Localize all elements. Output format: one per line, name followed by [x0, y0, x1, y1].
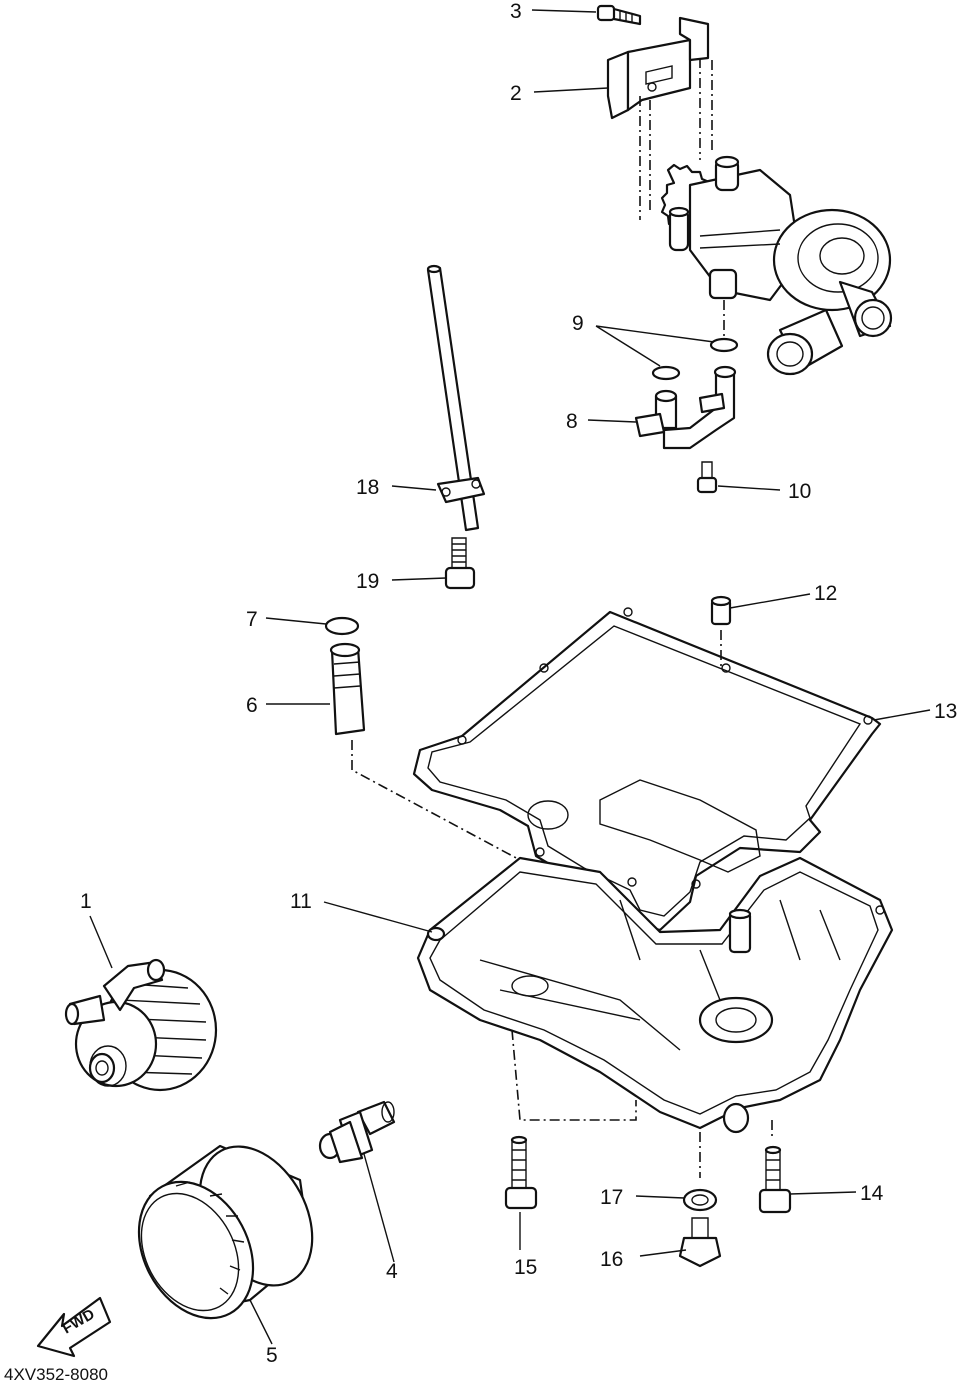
part-4-union-bolt [318, 1100, 396, 1164]
part-6-strainer [329, 642, 529, 961]
callout-10: 10 [788, 480, 811, 503]
part-8-oil-pipe [634, 365, 737, 450]
part-12-dowel [710, 595, 732, 668]
part-10-bolt [696, 461, 718, 494]
callout-1: 1 [80, 890, 92, 913]
part-1-oil-cooler [64, 958, 218, 1092]
part-9-o-rings [651, 300, 739, 381]
callout-6: 6 [246, 694, 258, 717]
part-11-oil-pan [416, 856, 894, 1178]
part-19-bolt [444, 537, 476, 590]
callout-5: 5 [266, 1344, 278, 1367]
part-17-washer [682, 1188, 718, 1212]
callout-17: 17 [600, 1186, 623, 1209]
diagram-code: 4XV352-8080 [4, 1365, 108, 1384]
callout-18: 18 [356, 476, 379, 499]
callout-7: 7 [246, 608, 258, 631]
part-7-o-ring [324, 616, 360, 636]
callout-8: 8 [566, 410, 578, 433]
callout-11: 11 [290, 890, 312, 913]
callout-13: 13 [934, 700, 957, 723]
callout-14: 14 [860, 1182, 884, 1205]
part-3-bolt [596, 4, 642, 26]
callout-12: 12 [814, 582, 837, 605]
callout-2: 2 [510, 82, 522, 105]
callout-15: 15 [514, 1256, 537, 1279]
callout-4: 4 [386, 1260, 398, 1283]
fwd-arrow-icon: FWD [36, 1296, 112, 1358]
callout-3: 3 [510, 0, 522, 23]
part-16-drain-bolt [678, 1217, 722, 1268]
callout-16: 16 [600, 1248, 623, 1271]
leader-lines [89, 9, 931, 1345]
part-2-bracket [606, 16, 713, 220]
callout-9: 9 [572, 312, 584, 335]
oil-pump-assembly [660, 155, 893, 376]
part-15-bolt [504, 1135, 538, 1210]
part-5-oil-filter [137, 1144, 314, 1320]
part-18-pipe [426, 264, 486, 532]
callout-19: 19 [356, 570, 379, 593]
callouts: 3 2 9 8 10 18 19 7 6 12 13 11 1 4 5 15 1… [80, 0, 957, 1367]
part-14-bolt [758, 1145, 792, 1214]
